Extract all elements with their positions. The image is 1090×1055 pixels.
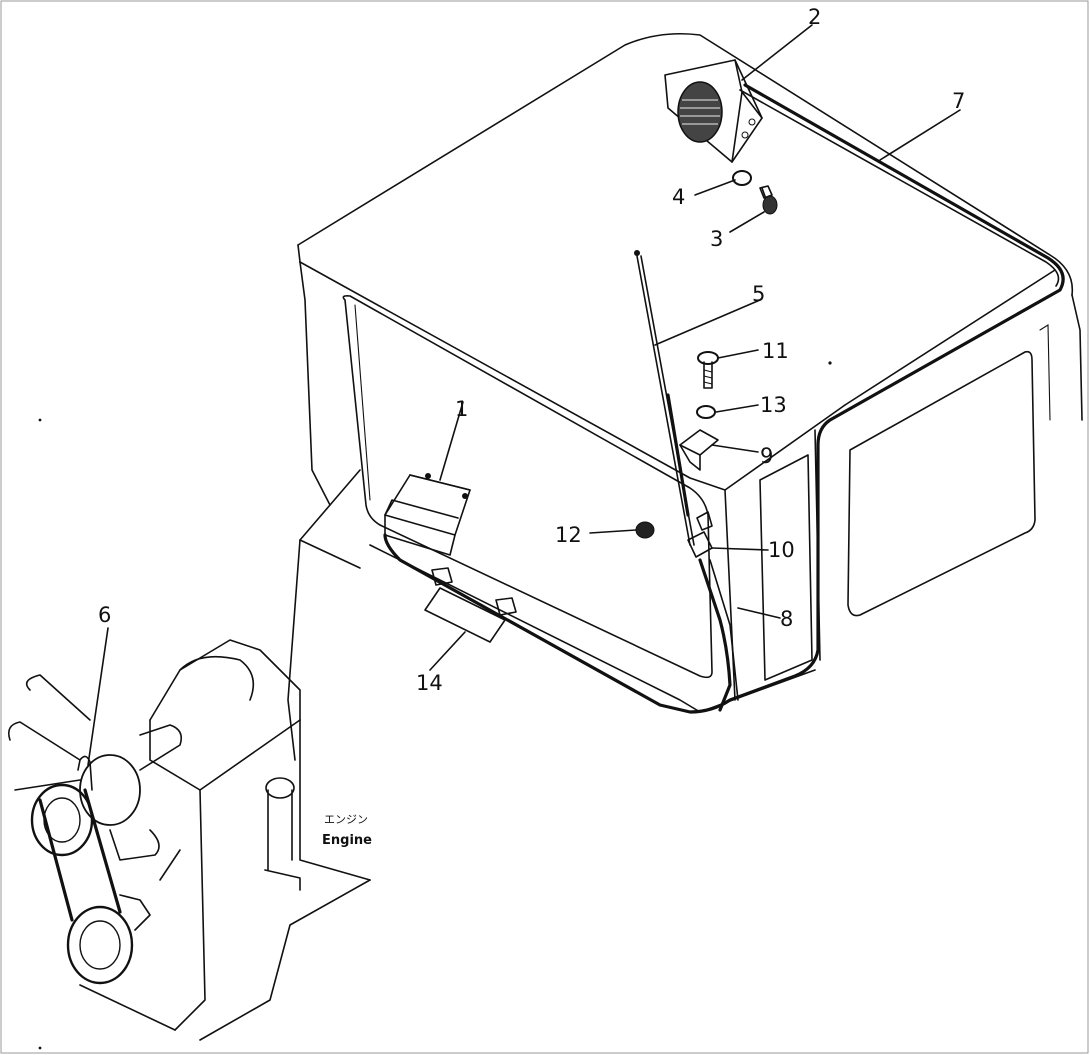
unit-14 [424,567,517,643]
antenna-5 [634,250,695,546]
callout-3: 3 [710,227,723,251]
callout-8: 8 [780,607,793,631]
bracket-9 [679,429,719,471]
callout-6: 6 [98,603,111,627]
radio-1 [384,473,471,556]
speaker-2 [664,59,763,163]
callout-13: 13 [760,393,787,417]
callout-2: 2 [808,5,821,29]
nut-12 [635,521,655,539]
bolt-11 [697,351,719,389]
callout-4: 4 [672,185,685,209]
cab-body [287,32,1083,761]
wire-harness-7 [383,83,1065,714]
callout-11: 11 [762,339,789,363]
speck [38,418,42,422]
washer-13 [696,405,716,419]
wire-8 [698,558,732,712]
speck [38,1046,42,1050]
callout-14: 14 [416,671,443,695]
callout-10: 10 [768,538,795,562]
callout-5: 5 [752,282,765,306]
engine-label-jp: エンジン [324,813,368,826]
screw-3 [759,185,778,215]
callout-12: 12 [555,523,582,547]
callout-labels: 1 2 3 4 5 6 7 8 9 10 11 12 13 14 [98,5,965,695]
leader-lines [87,24,961,766]
washer-4 [732,170,752,186]
engine-label-en: Engine [322,833,372,848]
callout-1: 1 [455,397,468,421]
speck [828,361,832,365]
engine [7,639,371,1041]
callout-9: 9 [760,444,773,468]
callout-7: 7 [952,89,965,113]
